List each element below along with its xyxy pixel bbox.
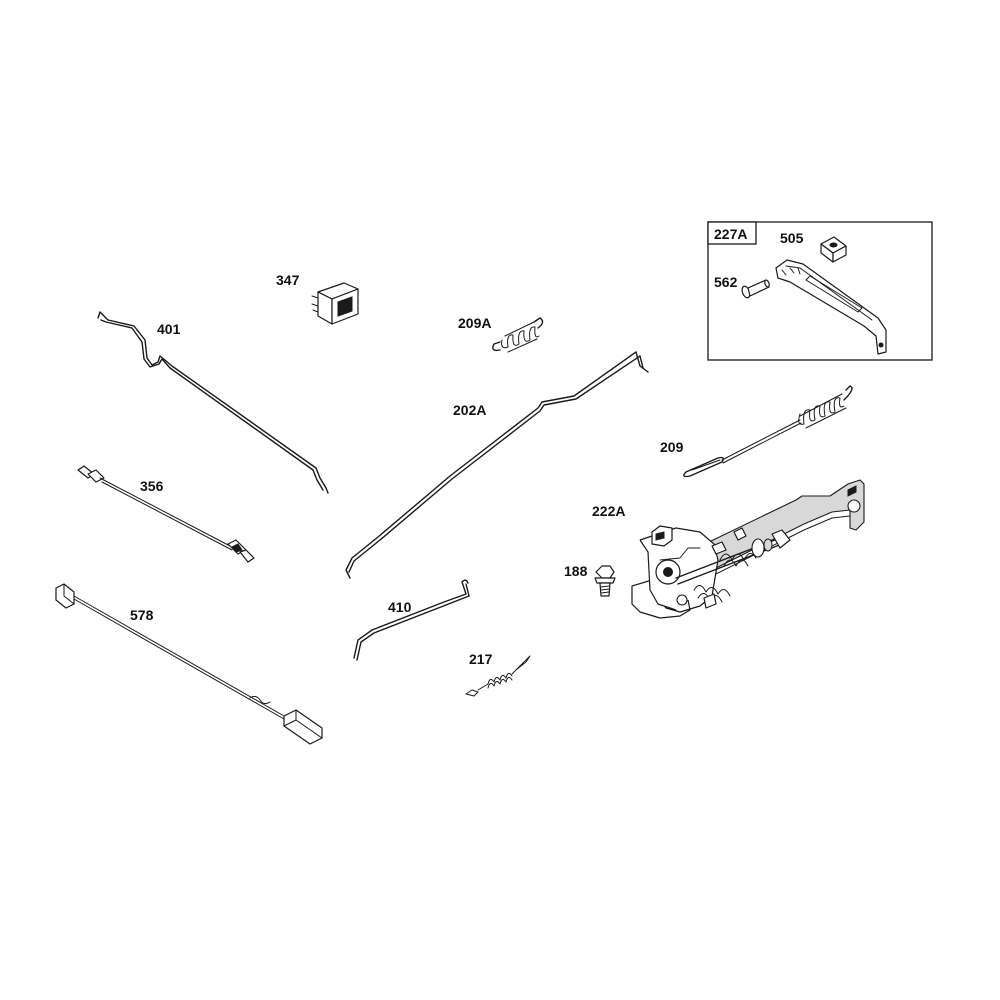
label-209: 209 xyxy=(660,439,684,455)
label-222a: 222A xyxy=(592,503,625,519)
part-505-spacer xyxy=(820,236,847,263)
part-217-spring: 217 xyxy=(465,651,531,697)
label-410: 410 xyxy=(388,599,412,615)
part-401-rod: 401 xyxy=(97,311,329,494)
label-209a: 209A xyxy=(458,315,491,331)
part-202a-rod: 202A xyxy=(345,351,649,579)
label-562: 562 xyxy=(714,274,738,290)
part-356-wire: 356 xyxy=(77,465,255,563)
part-562-pin xyxy=(741,279,770,299)
label-227a: 227A xyxy=(714,226,747,242)
label-505: 505 xyxy=(780,230,804,246)
kit-frame xyxy=(707,221,933,361)
part-kit-lever xyxy=(775,259,887,355)
part-188-bolt: 188 xyxy=(564,563,616,597)
label-217: 217 xyxy=(469,651,493,667)
label-347: 347 xyxy=(276,272,300,288)
spring-coils-209a xyxy=(501,321,540,353)
spring-coils-209 xyxy=(798,393,847,429)
kit-label-box xyxy=(707,221,757,245)
part-209a-spring: 209A xyxy=(458,315,544,353)
label-356: 356 xyxy=(140,478,164,494)
part-578-wire: 578 xyxy=(55,583,323,745)
label-578: 578 xyxy=(130,607,154,623)
part-347-switch: 347 xyxy=(276,272,359,325)
label-188: 188 xyxy=(564,563,588,579)
part-410-rod: 410 xyxy=(353,579,470,661)
label-401: 401 xyxy=(157,321,181,337)
label-202a: 202A xyxy=(453,402,486,418)
part-209-spring: 209 xyxy=(660,385,853,478)
part-222a-bracket: 222A xyxy=(592,479,865,619)
kit-227a: 227A 505 562 xyxy=(707,221,933,361)
